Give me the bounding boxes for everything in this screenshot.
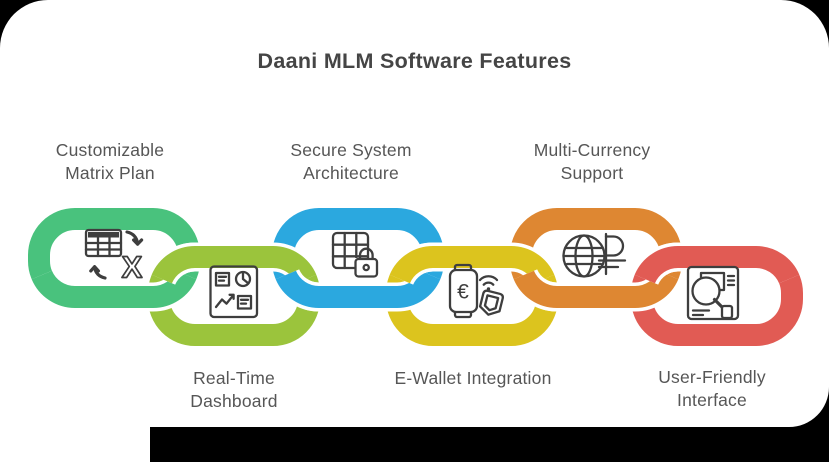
- chain-interlock-overlaps: [28, 242, 803, 312]
- label-line: Matrix Plan: [65, 163, 155, 183]
- label-secure-system-architecture: Secure System Architecture: [236, 139, 466, 185]
- euro-glyph: €: [457, 281, 469, 304]
- wallet-euro-shield-icon: €: [448, 263, 504, 319]
- background-bottom-tab: [0, 417, 150, 462]
- label-line: Dashboard: [190, 391, 278, 411]
- label-line: Interface: [677, 390, 747, 410]
- page-title: Daani MLM Software Features: [257, 49, 572, 73]
- label-multi-currency-support: Multi-Currency Support: [477, 139, 707, 185]
- matrix-table-swap-icon: X: [84, 228, 144, 285]
- label-real-time-dashboard: Real-Time Dashboard: [119, 367, 349, 413]
- label-customizable-matrix-plan: Customizable Matrix Plan: [0, 139, 225, 185]
- label-line: User-Friendly: [658, 367, 766, 387]
- label-line: Secure System: [290, 140, 412, 160]
- x-glyph: X: [122, 250, 143, 285]
- label-e-wallet-integration: E-Wallet Integration: [358, 367, 588, 390]
- label-line: Support: [560, 163, 624, 183]
- interface-magnifier-icon: [686, 265, 740, 321]
- globe-currency-icon: [562, 232, 627, 278]
- label-line: Real-Time: [193, 368, 275, 388]
- label-line: Multi-Currency: [533, 140, 651, 160]
- label-user-friendly-interface: User-Friendly Interface: [597, 366, 827, 412]
- label-line: Architecture: [303, 163, 399, 183]
- grid-lock-icon: [331, 231, 379, 278]
- dashboard-panels-icon: [209, 265, 259, 319]
- label-line: Customizable: [55, 140, 165, 160]
- label-line: E-Wallet Integration: [394, 368, 552, 388]
